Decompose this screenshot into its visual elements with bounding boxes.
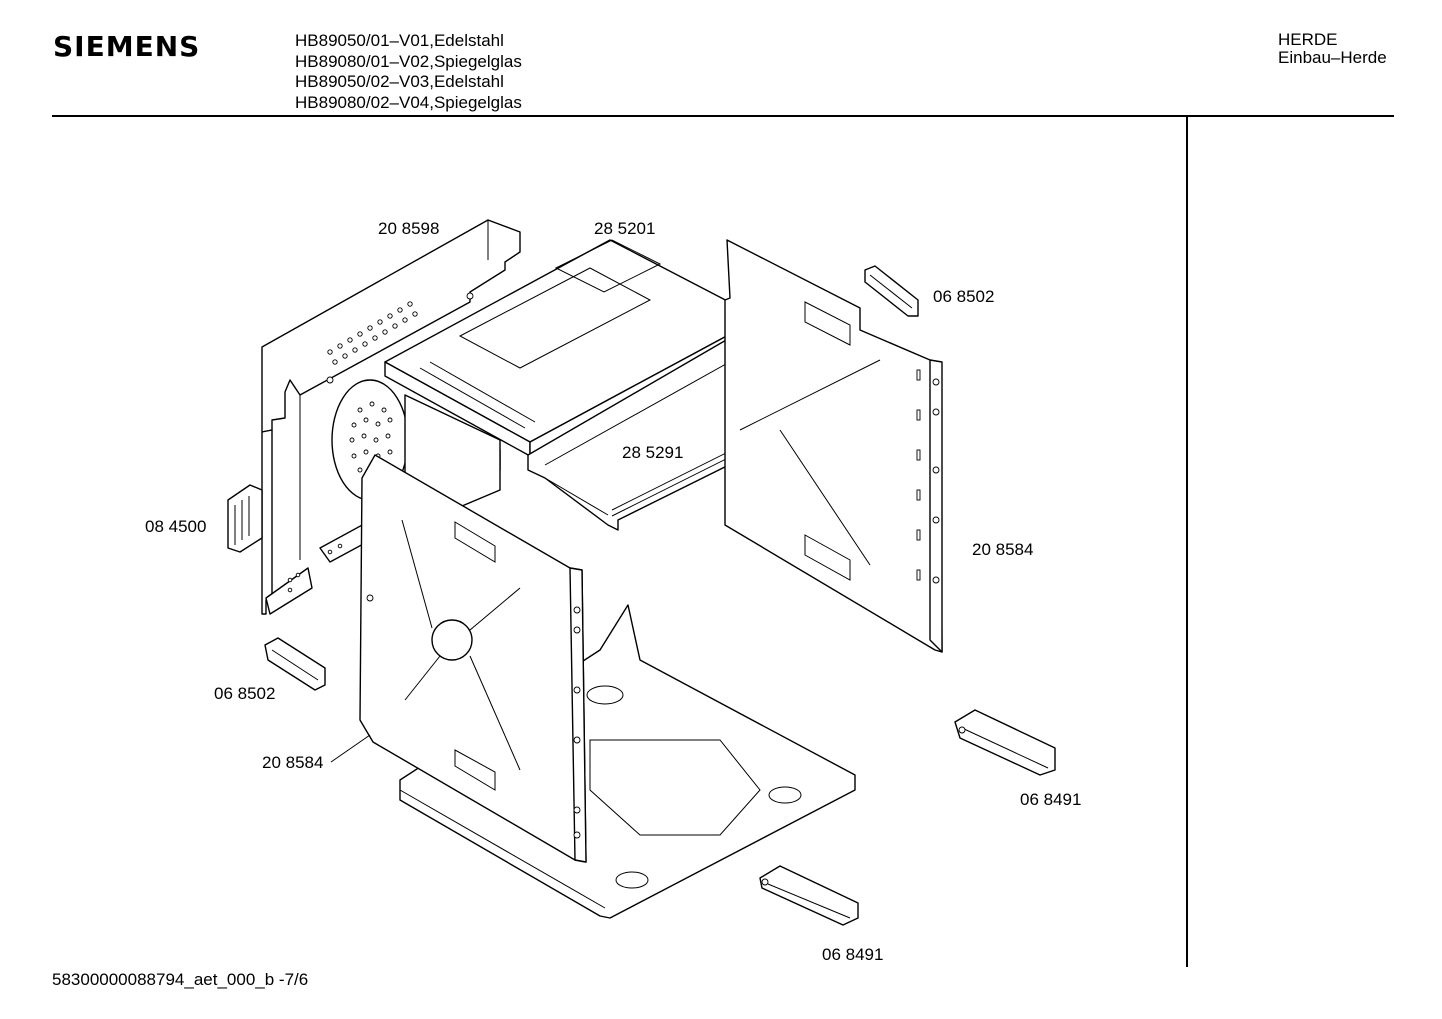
part-label-back-wall: 20 8598 bbox=[378, 219, 439, 238]
side-wall-right-part bbox=[724, 239, 943, 653]
cavity-floor-part bbox=[399, 604, 856, 919]
model-line: HB89080/02–V04,Spiegelglas bbox=[295, 92, 522, 112]
model-line: HB89050/01–V01,Edelstahl bbox=[295, 31, 504, 50]
part-label-side-wall-right: 20 8584 bbox=[972, 540, 1033, 559]
brand-logo: SIEMENS bbox=[53, 30, 201, 63]
part-label-side-wall-left: 20 8584 bbox=[262, 753, 323, 772]
margin-divider bbox=[1186, 117, 1188, 967]
category-line: HERDE bbox=[1278, 30, 1338, 49]
model-line: HB89080/01–V02,Spiegelglas bbox=[295, 51, 522, 71]
side-wall-left-part bbox=[359, 454, 587, 863]
handle-left-part bbox=[264, 637, 326, 691]
leader-line bbox=[330, 734, 371, 763]
product-category: HERDE Einbau–Herde bbox=[1278, 31, 1387, 66]
document-id: 58300000088794_aet_000_b -7/6 bbox=[52, 970, 309, 989]
handle-right-part bbox=[864, 265, 919, 317]
part-label-handle-left: 06 8502 bbox=[214, 684, 275, 703]
part-label-inner-bracket: 28 5291 bbox=[622, 443, 683, 462]
part-label-hinge-right: 06 8491 bbox=[1020, 790, 1081, 809]
part-label-handle-right: 06 8502 bbox=[933, 287, 994, 306]
hinge-bottom-part bbox=[759, 865, 859, 926]
hinge-right-part bbox=[954, 709, 1056, 776]
fan-cover-part bbox=[227, 484, 263, 553]
category-line: Einbau–Herde bbox=[1278, 47, 1387, 67]
part-label-top-cover: 28 5201 bbox=[594, 219, 655, 238]
header-divider bbox=[52, 115, 1394, 117]
model-line: HB89050/02–V03,Edelstahl bbox=[295, 72, 504, 91]
part-label-fan-cover: 08 4500 bbox=[145, 517, 206, 536]
model-list: HB89050/01–V01,Edelstahl HB89080/01–V02,… bbox=[295, 31, 522, 113]
part-label-hinge-bottom: 06 8491 bbox=[822, 945, 883, 964]
